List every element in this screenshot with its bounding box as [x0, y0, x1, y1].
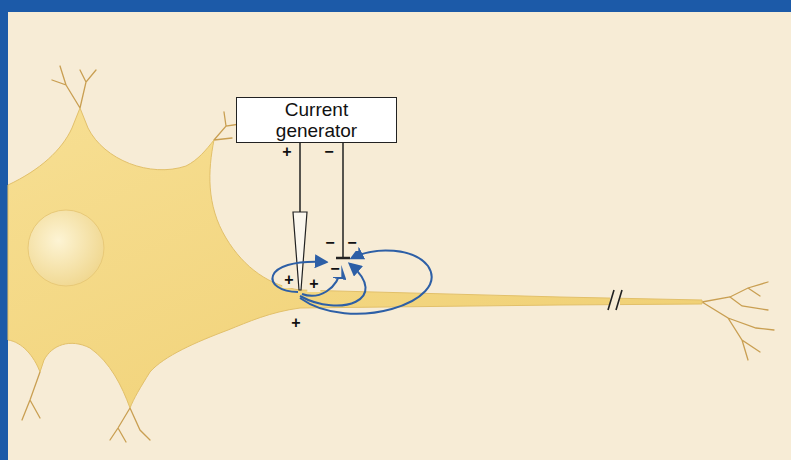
charge-sign: + — [289, 315, 302, 331]
axon-break-mark — [608, 290, 622, 310]
charge-sign: − — [323, 235, 336, 251]
current-arrows — [272, 250, 431, 313]
nucleus — [28, 210, 104, 286]
charge-sign: − — [328, 261, 341, 277]
generator-box: Current generator — [236, 97, 397, 143]
charge-sign: − — [322, 144, 335, 160]
charge-sign: + — [280, 144, 293, 160]
electrode-wire — [300, 138, 343, 258]
neuron-body — [8, 108, 702, 408]
panel — [8, 12, 791, 460]
charge-sign: + — [307, 276, 320, 292]
charge-sign: + — [282, 272, 295, 288]
ground-electrode — [336, 257, 350, 260]
box-label: Current generator — [252, 99, 382, 141]
charge-sign: − — [345, 235, 358, 251]
